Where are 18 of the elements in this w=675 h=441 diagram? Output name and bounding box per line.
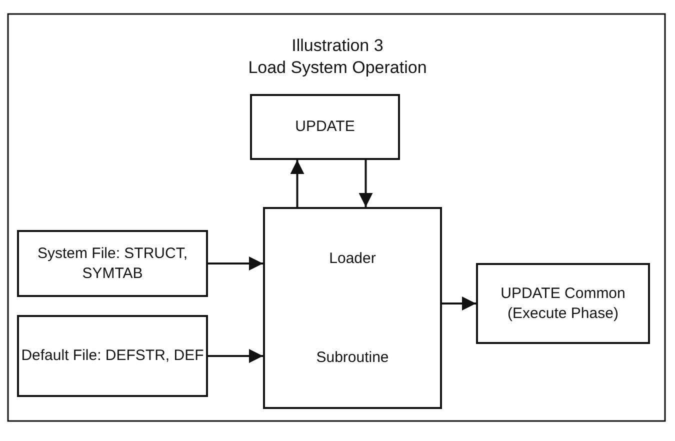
box-label: Subroutine (316, 348, 389, 368)
diagram-subtitle: Load System Operation (247, 58, 428, 78)
box-label: UPDATE Common (Execute Phase) (500, 284, 626, 323)
arrow (442, 296, 476, 310)
arrow (358, 160, 373, 207)
arrow (208, 256, 263, 270)
arrow (208, 349, 263, 363)
process-box (17, 230, 208, 297)
diagram-title: Illustration 3 (290, 36, 384, 56)
process-box (476, 263, 650, 344)
box-label: System File: STRUCT, SYMTAB (36, 244, 188, 283)
process-box (250, 94, 400, 160)
box-label: Default File: DEFSTR, DEF (21, 346, 204, 366)
process-box (17, 315, 208, 397)
box-label: UPDATE (295, 117, 355, 137)
box-label: Loader (329, 248, 376, 268)
arrow (290, 160, 304, 207)
process-box (263, 207, 442, 409)
